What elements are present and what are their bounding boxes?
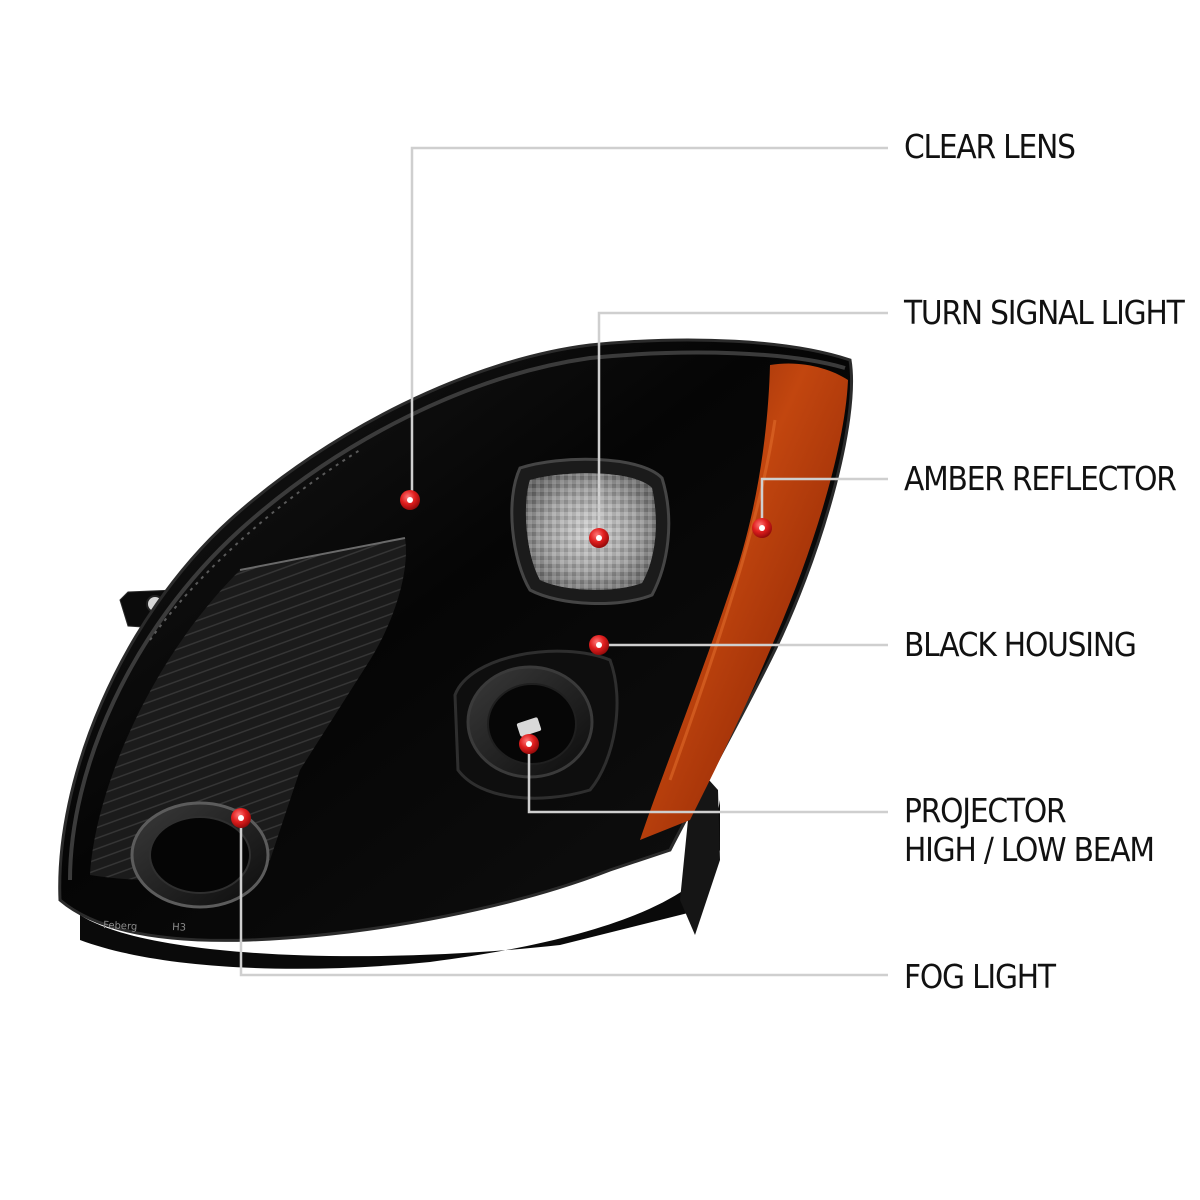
callout-labels: CLEAR LENS TURN SIGNAL LIGHT AMBER REFLE… — [903, 127, 1187, 996]
bottom-flange — [80, 800, 720, 969]
lens-marking-bulb: H3 — [172, 922, 186, 934]
marker-fog-light — [231, 808, 251, 828]
leader-projector — [527, 744, 888, 814]
label-clear-lens: CLEAR LENS — [904, 127, 1075, 166]
marker-clear-lens — [400, 490, 420, 510]
top-rim — [68, 350, 846, 881]
leader-clear-lens — [410, 146, 888, 500]
label-black-housing: BLACK HOUSING — [904, 625, 1136, 664]
marker-amber-reflector — [752, 518, 772, 538]
projector-assembly — [453, 649, 619, 800]
leader-fog-light — [239, 818, 888, 977]
label-fog-light: FOG LIGHT — [904, 957, 1057, 996]
turn-signal-lens — [510, 457, 671, 606]
label-amber-reflector: AMBER REFLECTOR — [904, 459, 1176, 498]
marker-black-housing — [589, 635, 609, 655]
leader-amber-reflector — [760, 477, 888, 528]
marker-turn-signal — [589, 528, 609, 548]
leader-lines — [239, 146, 888, 977]
headlight-assembly: Feberg H3 — [58, 338, 854, 969]
fog-light-lens — [130, 801, 270, 909]
callout-markers — [231, 490, 772, 828]
leader-turn-signal — [597, 311, 888, 538]
label-projector-line-1: PROJECTOR — [904, 791, 1066, 830]
label-projector-line-2: HIGH / LOW BEAM — [904, 830, 1154, 869]
lens-marking-maker: Feberg — [103, 920, 138, 933]
marker-projector — [519, 734, 539, 754]
fog-lens-panel — [90, 538, 406, 880]
label-turn-signal-light: TURN SIGNAL LIGHT — [903, 293, 1186, 332]
